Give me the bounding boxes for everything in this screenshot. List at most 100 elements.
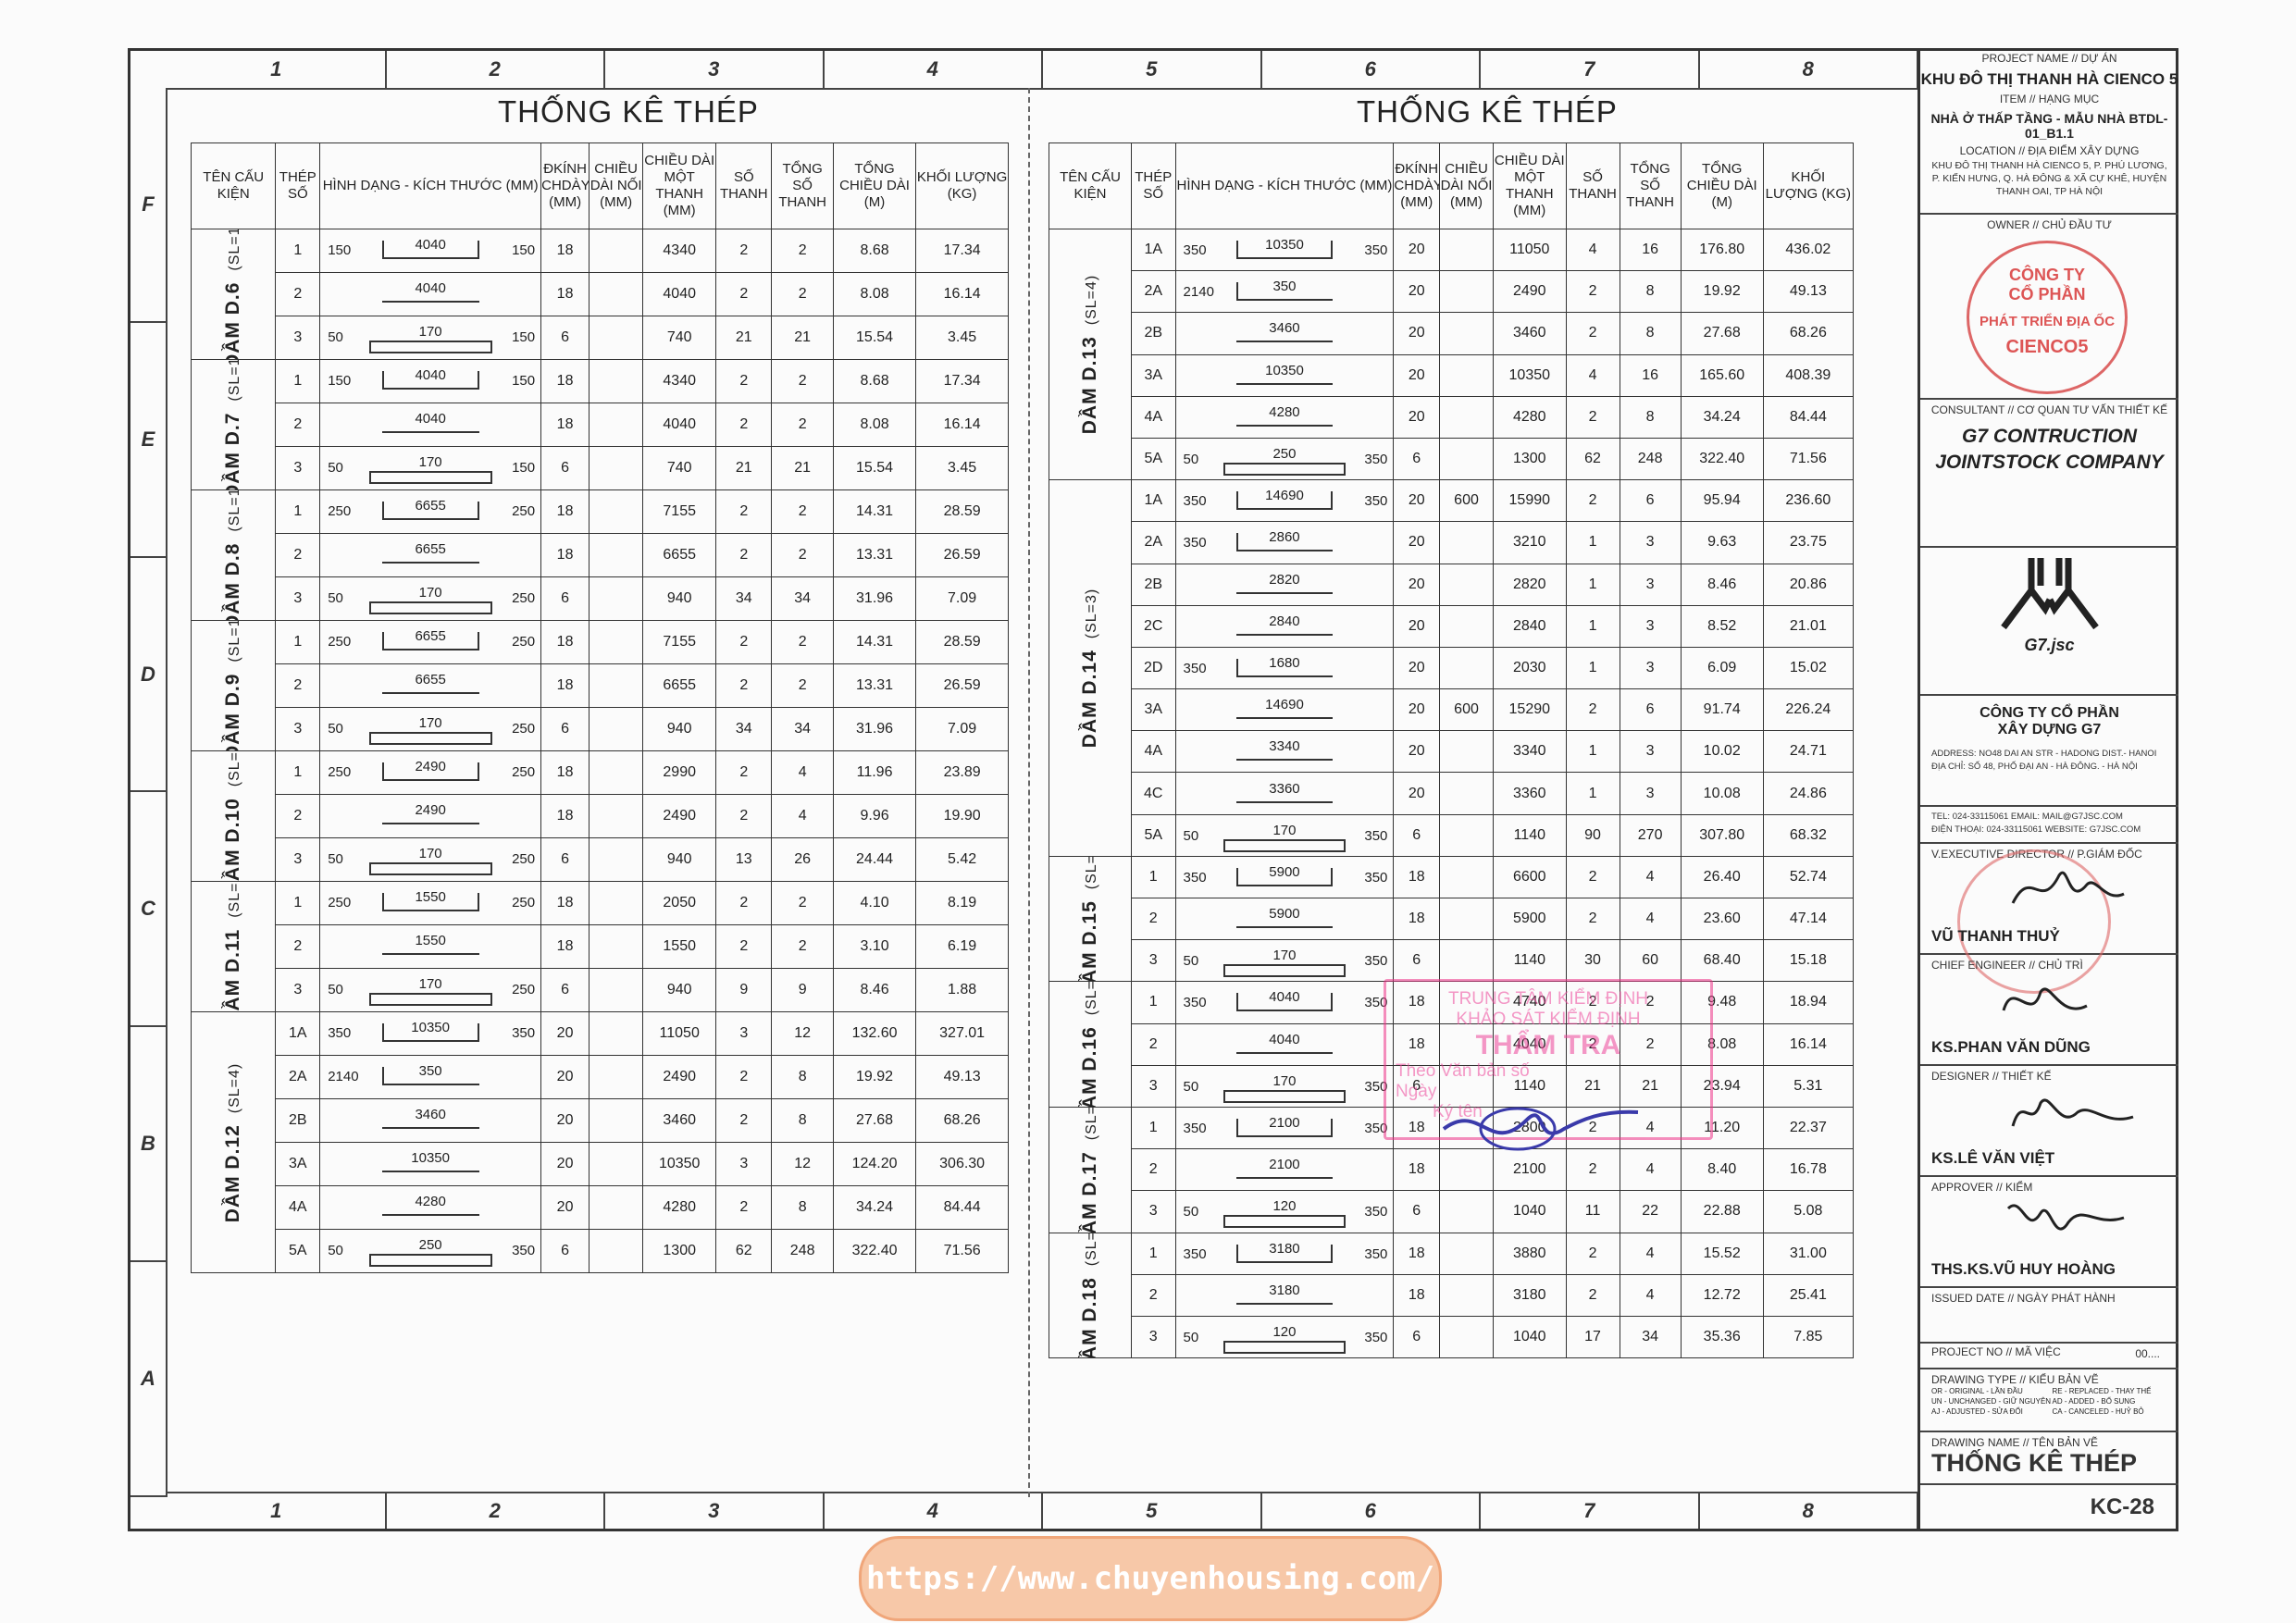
total-count-cell: 6 xyxy=(1619,479,1682,523)
bar-id-cell: 3 xyxy=(275,576,321,621)
total-length-cell: 15.52 xyxy=(1680,1232,1764,1275)
review-signature xyxy=(1442,1107,1639,1151)
l-hook-bar-line xyxy=(1236,282,1333,302)
member-name-text: DẦM D.9 xyxy=(222,673,244,751)
total-count-cell: 270 xyxy=(1619,813,1682,857)
approver-name: THS.KS.VŨ HUY HOÀNG xyxy=(1931,1260,2116,1278)
dwgname-label: DRAWING NAME // TÊN BẢN VẼ xyxy=(1931,1436,2099,1449)
bar-id-cell: 3A xyxy=(275,1142,321,1186)
shape-left-dim: 350 xyxy=(1183,660,1207,676)
total-count-cell: 2 xyxy=(771,489,834,534)
diameter-cell: 20 xyxy=(1393,730,1441,774)
total-length-cell: 13.31 xyxy=(832,533,917,577)
lap-length-cell: 600 xyxy=(1439,479,1494,523)
member-name-text: DẦM D.13 xyxy=(1078,336,1100,435)
total-length-cell: 4.10 xyxy=(832,881,917,925)
straight-bar-line xyxy=(1236,341,1333,343)
shape-right-dim: 150 xyxy=(512,460,536,476)
consultant-box: CONSULTANT // CƠ QUAN TƯ VẤN THIẾT KẾ G7… xyxy=(1920,400,2178,548)
lap-length-cell xyxy=(589,576,644,621)
straight-bar-line xyxy=(381,1214,479,1216)
diameter-cell: 18 xyxy=(540,229,590,273)
bar-count-cell: 1 xyxy=(1565,604,1620,648)
shape-left-dim: 350 xyxy=(1183,242,1207,259)
bar-length-cell: 3340 xyxy=(1492,730,1567,774)
bar-count-cell: 2 xyxy=(715,1055,773,1099)
bar-shape-diagram: 3460 xyxy=(321,1100,540,1142)
shape-length-dim: 350 xyxy=(418,1063,442,1079)
location-label: LOCATION // ĐỊA ĐIỂM XÂY DỰNG xyxy=(1959,144,2140,157)
shape-right-dim: 250 xyxy=(512,851,536,867)
bar-length-cell: 2030 xyxy=(1492,646,1567,690)
grid-row-label: A xyxy=(130,1262,166,1497)
member-quantity: (SL=2) xyxy=(1083,856,1099,890)
watermark-url[interactable]: https://www.chuyenhousing.com/ xyxy=(865,1560,1435,1597)
review-stamp-line: KHẢO SÁT KIỂM ĐỊNH xyxy=(1456,1010,1641,1029)
hooked-bar-line xyxy=(1236,1119,1333,1138)
bar-id-cell: 2A xyxy=(1130,270,1176,314)
total-length-cell: 6.09 xyxy=(1680,646,1764,690)
bar-shape-diagram: 6655 xyxy=(321,665,540,707)
l-hook-bar-line xyxy=(381,1067,479,1085)
total-length-cell: 8.40 xyxy=(1680,1148,1764,1192)
designer-name: KS.LÊ VĂN VIỆT xyxy=(1931,1149,2055,1167)
lap-length-cell xyxy=(589,1098,644,1143)
shape-cell: 3460 xyxy=(1174,312,1395,355)
weight-cell: 24.71 xyxy=(1762,730,1855,774)
bar-length-cell: 1300 xyxy=(642,1229,717,1273)
straight-bar-line xyxy=(1236,1051,1333,1054)
bar-length-cell: 3460 xyxy=(1492,312,1567,355)
shape-length-dim: 1680 xyxy=(1269,654,1300,671)
bar-shape-diagram: 2820 xyxy=(1176,564,1393,604)
total-length-cell: 19.92 xyxy=(832,1055,917,1099)
bar-length-cell: 940 xyxy=(642,837,717,882)
straight-bar-line xyxy=(1236,1302,1333,1305)
bar-shape-diagram: 2490 xyxy=(321,796,540,837)
stirrup-line xyxy=(1223,1340,1346,1354)
shape-length-dim: 120 xyxy=(1272,1323,1297,1340)
grid-column-label: 7 xyxy=(1481,1493,1700,1529)
website-watermark[interactable]: https://www.chuyenhousing.com/ xyxy=(859,1536,1442,1621)
shape-left-dim: 350 xyxy=(1183,535,1207,551)
company-logo-box: G7.jsc xyxy=(1920,548,2178,696)
lap-length-cell xyxy=(589,1185,644,1230)
total-count-cell: 26 xyxy=(771,837,834,882)
bar-id-cell: 3 xyxy=(275,707,321,751)
total-count-cell: 2 xyxy=(771,924,834,969)
stirrup-line xyxy=(1223,964,1346,978)
type-code: UN - UNCHANGED - GIỮ NGUYÊN xyxy=(1931,1397,2052,1406)
weight-cell: 71.56 xyxy=(1762,437,1855,481)
shape-right-dim: 250 xyxy=(512,590,536,606)
hooked-bar-line xyxy=(381,371,479,390)
shape-cell: 4040 xyxy=(1174,1022,1395,1066)
total-length-cell: 10.02 xyxy=(1680,730,1764,774)
diameter-cell: 20 xyxy=(1393,688,1441,732)
bar-count-cell: 1 xyxy=(1565,730,1620,774)
shape-right-dim: 350 xyxy=(1364,869,1388,886)
projno-value: 00.... xyxy=(2135,1347,2160,1360)
diameter-cell: 18 xyxy=(540,620,590,664)
member-name-cell: DẦM D.10(SL=2) xyxy=(190,750,277,882)
total-length-cell: 26.40 xyxy=(1680,855,1764,899)
total-count-cell: 60 xyxy=(1619,939,1682,983)
shape-left-dim: 50 xyxy=(328,851,343,867)
diameter-cell: 20 xyxy=(1393,270,1441,314)
diameter-cell: 6 xyxy=(1393,813,1441,857)
member-name: DẦM D.8(SL=1) xyxy=(222,491,244,620)
